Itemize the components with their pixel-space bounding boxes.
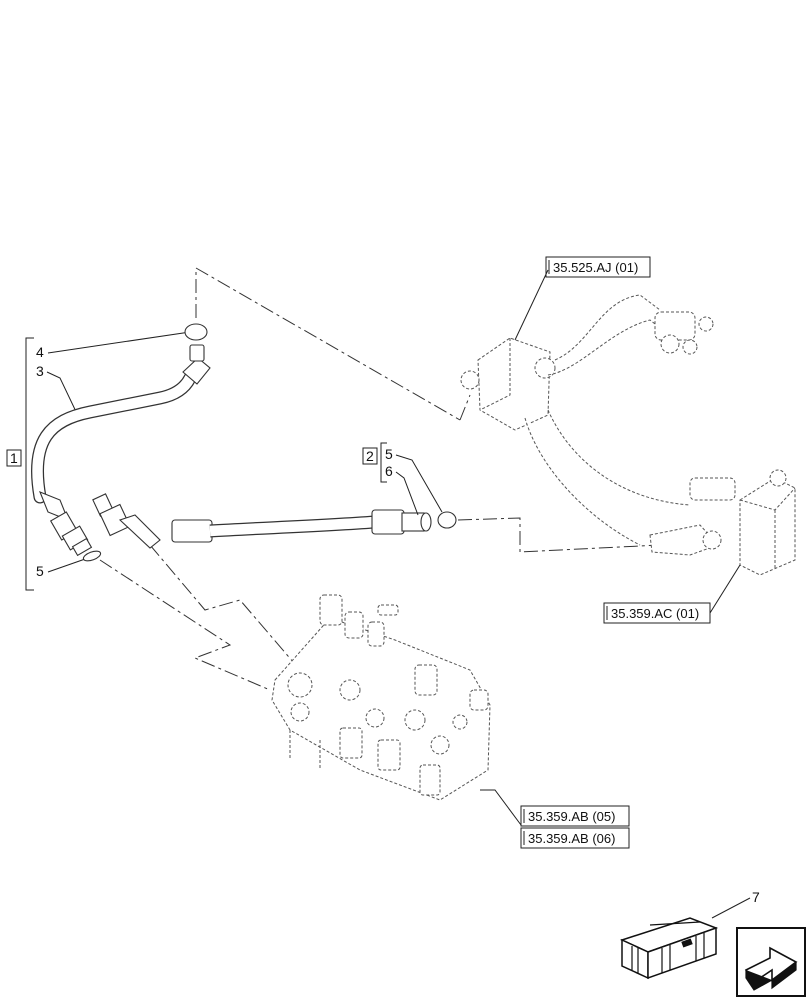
ref-label: 35.525.AJ (01) (553, 260, 638, 275)
next-page-arrow-icon[interactable] (736, 927, 806, 997)
hose-left (30, 323, 211, 562)
callout-5-left: 5 (36, 563, 44, 579)
o-ring-5-right (437, 511, 457, 529)
callout-5-right: 5 (385, 446, 393, 462)
ref-35-359-ab-06[interactable]: 35.359.AB (06) (520, 827, 630, 849)
callout-1: 1 (10, 450, 18, 466)
group-bracket-2: 2 5 6 (362, 442, 443, 516)
ref-label: 35.359.AC (01) (611, 606, 699, 621)
ref-35-359-ab-05[interactable]: 35.359.AB (05) (520, 805, 630, 827)
hose-middle (92, 493, 457, 549)
callout-3: 3 (36, 363, 44, 379)
o-ring-4 (184, 323, 208, 341)
valve-block-right (649, 469, 796, 576)
group-bracket-1: 1 (6, 337, 34, 591)
valve-block-upper (460, 294, 714, 546)
kit-box-icon (619, 917, 719, 980)
connection-lines (99, 267, 661, 691)
control-valve-assembly (271, 594, 491, 801)
callout-2: 2 (366, 448, 374, 464)
callout-7: 7 (752, 889, 760, 905)
ref-35-359-ac[interactable]: 35.359.AC (01) (603, 564, 741, 624)
callout-4: 4 (36, 344, 44, 360)
ref-label: 35.359.AB (05) (528, 809, 615, 824)
o-ring-5-left (82, 550, 102, 562)
callout-6: 6 (385, 463, 393, 479)
ref-label: 35.359.AB (06) (528, 831, 615, 846)
ref-35-525-aj[interactable]: 35.525.AJ (01) (514, 256, 651, 341)
